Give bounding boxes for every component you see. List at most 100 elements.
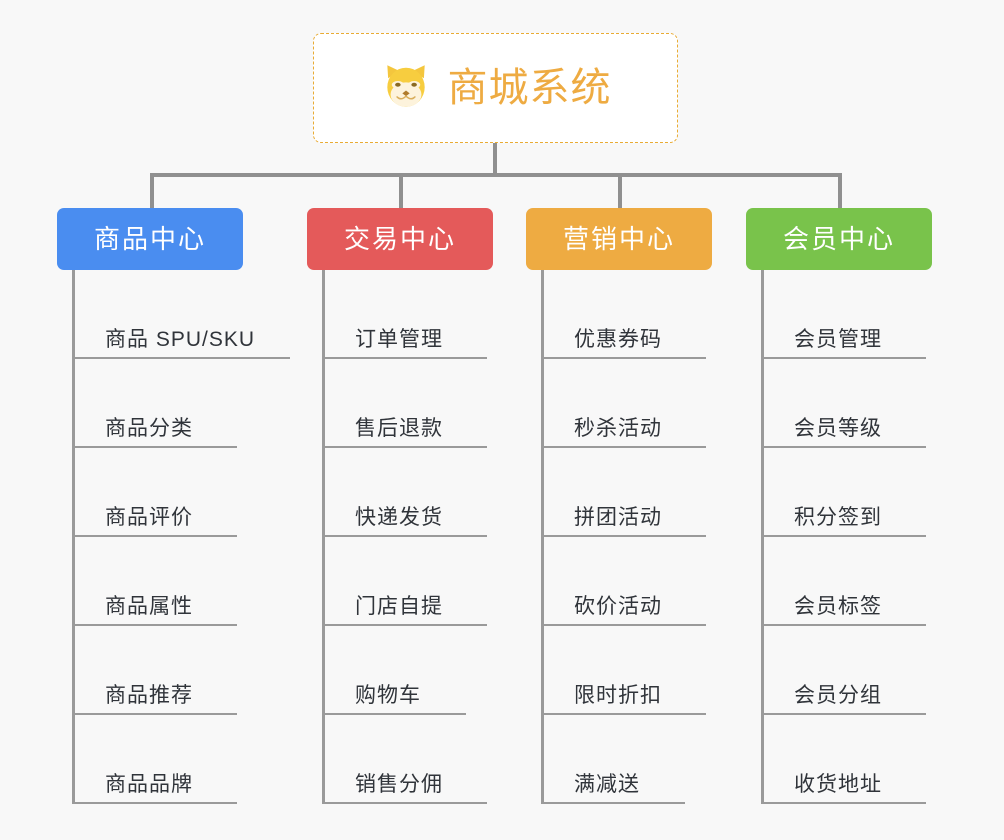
leaf-label: 商品品牌 [105,773,193,796]
connector-drop-1 [150,173,154,210]
root-title: 商城系统 [447,66,612,110]
shiba-dog-icon [386,65,425,108]
leaf-item[interactable]: 购物车 [322,626,466,715]
leaf-item[interactable]: 会员分组 [761,626,926,715]
branch-column-4: 会员中心 会员管理 会员等级 积分签到 会员标签 会员分组 [746,208,932,804]
leaf-label: 订单管理 [355,328,443,351]
branch-items-3: 优惠券码 秒杀活动 拼团活动 砍价活动 限时折扣 满减送 [541,270,706,804]
leaf-underline [72,802,237,804]
leaf-item[interactable]: 拼团活动 [541,448,706,537]
leaf-item[interactable]: 优惠券码 [541,270,706,359]
leaf-label: 会员分组 [794,684,882,707]
branch-header-3[interactable]: 营销中心 [526,208,712,270]
leaf-underline [322,446,487,448]
branch-header-2[interactable]: 交易中心 [307,208,493,270]
leaf-item[interactable]: 积分签到 [761,448,926,537]
branch-spine-3 [541,270,544,804]
leaf-label: 优惠券码 [574,328,662,351]
leaf-underline [72,713,237,715]
leaf-underline [541,802,685,804]
branch-spine-1 [72,270,75,804]
leaf-underline [541,535,706,537]
leaf-item[interactable]: 满减送 [541,715,685,804]
leaf-label: 门店自提 [355,595,443,618]
connector-root-stem [493,143,497,175]
branch-label: 营销中心 [562,224,675,254]
branch-items-4: 会员管理 会员等级 积分签到 会员标签 会员分组 收货地址 [761,270,926,804]
leaf-item[interactable]: 销售分佣 [322,715,487,804]
branch-items-2: 订单管理 售后退款 快递发货 门店自提 购物车 销售分佣 [322,270,487,804]
leaf-underline [72,535,237,537]
leaf-label: 满减送 [574,773,640,796]
leaf-label: 积分签到 [794,506,882,529]
leaf-underline [541,446,706,448]
leaf-label: 会员标签 [794,595,882,618]
leaf-item[interactable]: 商品品牌 [72,715,255,804]
leaf-item[interactable]: 售后退款 [322,359,487,448]
leaf-underline [761,446,926,448]
branch-label: 交易中心 [343,224,456,254]
leaf-underline [322,713,466,715]
leaf-underline [322,802,487,804]
leaf-underline [541,713,706,715]
leaf-label: 商品评价 [105,506,193,529]
connector-drop-3 [618,173,622,210]
leaf-item[interactable]: 秒杀活动 [541,359,706,448]
leaf-item[interactable]: 商品推荐 [72,626,255,715]
leaf-item[interactable]: 商品评价 [72,448,255,537]
leaf-label: 砍价活动 [574,595,662,618]
leaf-label: 快递发货 [355,506,443,529]
leaf-label: 拼团活动 [574,506,662,529]
leaf-label: 收货地址 [794,773,882,796]
leaf-label: 商品分类 [105,417,193,440]
branch-column-3: 营销中心 优惠券码 秒杀活动 拼团活动 砍价活动 限时折扣 [526,208,712,804]
leaf-label: 限时折扣 [574,684,662,707]
leaf-item[interactable]: 会员标签 [761,537,926,626]
leaf-underline [541,624,706,626]
leaf-item[interactable]: 门店自提 [322,537,487,626]
connector-trunk [150,173,842,177]
leaf-label: 销售分佣 [355,773,443,796]
leaf-label: 会员等级 [794,417,882,440]
branch-spine-4 [761,270,764,804]
leaf-item[interactable]: 收货地址 [761,715,926,804]
leaf-label: 售后退款 [355,417,443,440]
leaf-item[interactable]: 限时折扣 [541,626,706,715]
leaf-underline [541,357,706,359]
branch-header-1[interactable]: 商品中心 [57,208,243,270]
leaf-underline [72,446,237,448]
branch-label: 商品中心 [93,224,206,254]
branch-header-4[interactable]: 会员中心 [746,208,932,270]
root-node[interactable]: 商城系统 [313,33,678,143]
leaf-item[interactable]: 订单管理 [322,270,487,359]
leaf-label: 秒杀活动 [574,417,662,440]
leaf-item[interactable]: 砍价活动 [541,537,706,626]
branch-label: 会员中心 [782,224,895,254]
leaf-underline [322,624,487,626]
leaf-label: 购物车 [355,684,421,707]
leaf-item[interactable]: 会员管理 [761,270,926,359]
leaf-underline [761,802,926,804]
leaf-item[interactable]: 快递发货 [322,448,487,537]
connector-drop-2 [399,173,403,210]
leaf-underline [322,357,487,359]
leaf-label: 会员管理 [794,328,882,351]
leaf-underline [72,357,290,359]
leaf-underline [761,713,926,715]
leaf-underline [761,624,926,626]
leaf-underline [72,624,237,626]
leaf-item[interactable]: 商品分类 [72,359,255,448]
branch-column-1: 商品中心 商品 SPU/SKU 商品分类 商品评价 商品属性 商品推荐 [57,208,290,804]
leaf-underline [761,357,926,359]
leaf-label: 商品属性 [105,595,193,618]
branch-spine-2 [322,270,325,804]
leaf-item[interactable]: 会员等级 [761,359,926,448]
leaf-item[interactable]: 商品属性 [72,537,255,626]
branch-column-2: 交易中心 订单管理 售后退款 快递发货 门店自提 购物车 [307,208,493,804]
leaf-underline [322,535,487,537]
branch-items-1: 商品 SPU/SKU 商品分类 商品评价 商品属性 商品推荐 商品品牌 [72,270,290,804]
leaf-item[interactable]: 商品 SPU/SKU [72,270,290,359]
leaf-underline [761,535,926,537]
leaf-label: 商品 SPU/SKU [105,328,256,351]
